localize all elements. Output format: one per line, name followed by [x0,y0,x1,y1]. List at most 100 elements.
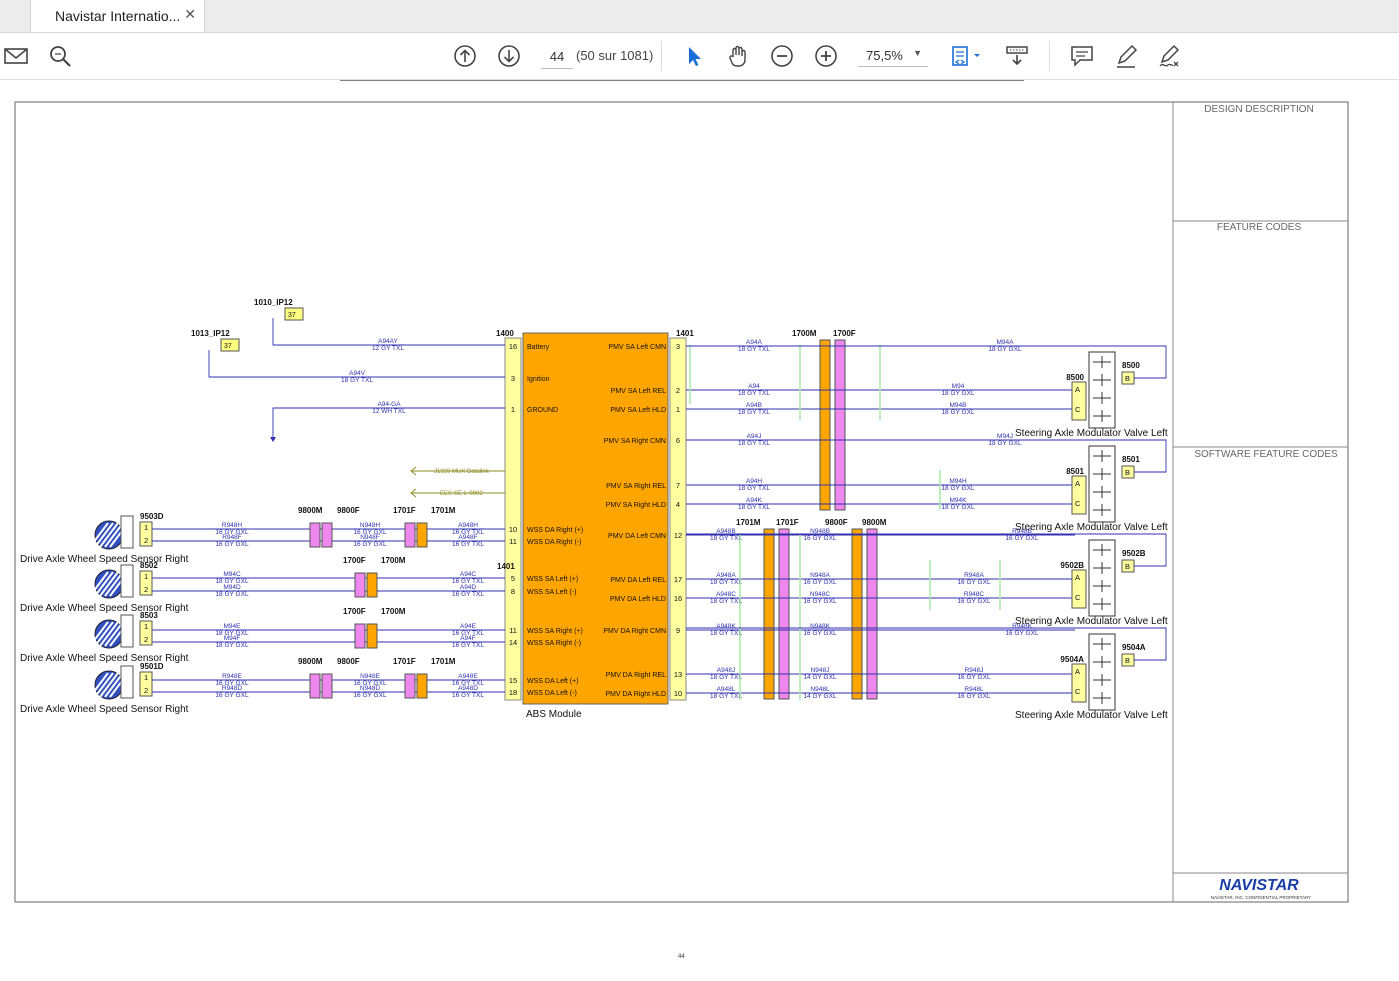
valve-connector-a-id: 9502B [1060,561,1084,570]
abs-right-connector [669,337,687,701]
inline-connector-half [309,673,321,699]
abs-left-pin-number: 14 [509,638,517,647]
email-icon[interactable] [3,43,29,69]
abs-right-pin-number: 2 [676,386,680,395]
valve-connector-b-id: 9504A [1122,643,1146,652]
wire-id-label: A948F [458,534,477,541]
sensor-pin: 2 [144,585,148,594]
sensor-pin: 2 [144,536,148,545]
inline-connector-label: 1701M [431,657,456,666]
sensor-housing [120,665,134,699]
wire-id-label: A948J [717,667,735,674]
valve-connector-a [1071,569,1087,609]
abs-right-pin-number: 4 [676,500,680,509]
highlight-pen-icon[interactable] [1113,43,1139,69]
wire-a94ay-spec: 12 GY TXL [372,345,404,352]
valve-connector-a-id: 9504A [1060,655,1084,664]
abs-right-pin-name: PMV DA Right REL [606,672,666,679]
wire-spec-label: 18 GY GXL [941,390,975,397]
wire-id-label: R948K [1012,623,1033,630]
wire-id-label: N948H [360,522,381,529]
connector-9800m-label: 9800M [862,518,887,527]
valve-connector-a [1071,475,1087,515]
valve-common-wire [686,627,1167,661]
valve-symbol [1093,656,1111,668]
inline-connector-half [404,522,416,548]
abs-left-pin-name: WSS DA Left (-) [527,690,577,697]
wire-id-label: A948D [458,685,478,692]
wire-id-label: R948A [964,572,985,579]
abs-right-pin-name: PMV DA Left REL [610,577,666,584]
abs-right-pin-name: PMV DA Left HLD [610,596,666,603]
valve-pin: B [1125,562,1130,571]
scroll-mode-icon[interactable] [1004,43,1030,69]
sensor-hatch [89,621,109,647]
sensor-hatch [89,571,109,597]
wire-spec-label: 18 GY GXL [988,346,1022,353]
valve-symbol [1093,504,1111,516]
valve-connector-b-id: 9502B [1122,549,1146,558]
abs-right-pin-number: 1 [676,405,680,414]
sensor-label: Drive Axle Wheel Speed Sensor Right [20,603,189,614]
inline-connector-label: 1701F [393,657,416,666]
next-page-icon[interactable] [496,43,522,69]
zoom-level-dropdown[interactable]: 75,5% ▼ [858,44,928,67]
sensor-label: Drive Axle Wheel Speed Sensor Right [20,554,189,565]
valve-symbol [1093,544,1111,556]
tab-bar: Navistar Internatio... ✕ [0,0,1399,33]
valve-pin: B [1125,468,1130,477]
zoom-in-icon[interactable] [813,43,839,69]
feature-codes-heading: FEATURE CODES [1217,222,1302,233]
navistar-logo: NAVISTAR [1219,877,1299,894]
zoom-out-icon[interactable] [769,43,795,69]
wire-id-label: M94D [223,584,241,591]
sign-icon[interactable] [1157,43,1183,69]
sensor-label: Drive Axle Wheel Speed Sensor Right [20,704,189,715]
fit-page-icon[interactable] [948,43,984,69]
wire-spec-label: 18 GY TXL [738,504,770,511]
fuse-1013-box [220,338,240,352]
valve-symbol [1093,392,1111,404]
sensor-hatch [89,672,109,698]
select-cursor-icon[interactable] [681,43,707,69]
valve-common-wire [686,439,1167,473]
sensor-hatch [99,571,119,597]
abs-left-connector-id: 1400 [496,329,514,338]
wire-spec-label: 18 GY TXL [710,693,742,700]
wire-id-label: A94 [748,383,760,390]
wire-spec-label: 16 GY TXL [452,578,484,585]
previous-page-icon[interactable] [452,43,478,69]
sensor-connector-id: 8503 [140,611,158,620]
connector-1700f-stack [834,339,846,511]
page-number-input[interactable] [541,44,573,69]
inline-connector-half [321,673,333,699]
tab-title: Navistar Internatio... [55,8,181,24]
connector-1701m-label: 1701M [736,518,761,527]
document-tab[interactable]: Navistar Internatio... ✕ [30,0,205,32]
wire-id-label: M94F [224,635,241,642]
abs-right-pin-name: PMV SA Left HLD [610,407,666,414]
wire-id-label: R948F [222,534,242,541]
document-viewport[interactable]: DESIGN DESCRIPTION FEATURE CODES SOFTWAR… [0,80,1399,981]
wire-spec-label: 16 GY GXL [957,579,991,586]
tab-close-icon[interactable]: ✕ [184,6,196,22]
valve-symbol [1093,374,1111,386]
wire-a94ga-spec: 12 WH TXL [372,408,406,415]
hand-tool-icon[interactable] [725,43,751,69]
wire-spec-label: 18 GY TXL [710,630,742,637]
connector-9800m-stack [866,528,878,700]
wire-spec-label: 18 GY GXL [215,642,249,649]
wire-id-label: N948F [360,534,380,541]
valve-common-wire [686,533,1167,567]
wire-spec-label: 14 GY GXL [803,693,837,700]
comment-icon[interactable] [1069,43,1095,69]
inline-connector-half [416,673,428,699]
valve-symbol [1093,638,1111,650]
abs-left-pin-number: 5 [511,574,515,583]
sensor-connector [139,671,153,697]
valve-label: Steering Axle Modulator Valve Left [1015,428,1168,439]
abs-left-pin-name: WSS SA Right (-) [527,640,581,647]
abs-left-pin-name: WSS SA Right (+) [527,628,583,635]
search-icon[interactable] [47,43,73,69]
valve-pin: A [1075,667,1080,676]
